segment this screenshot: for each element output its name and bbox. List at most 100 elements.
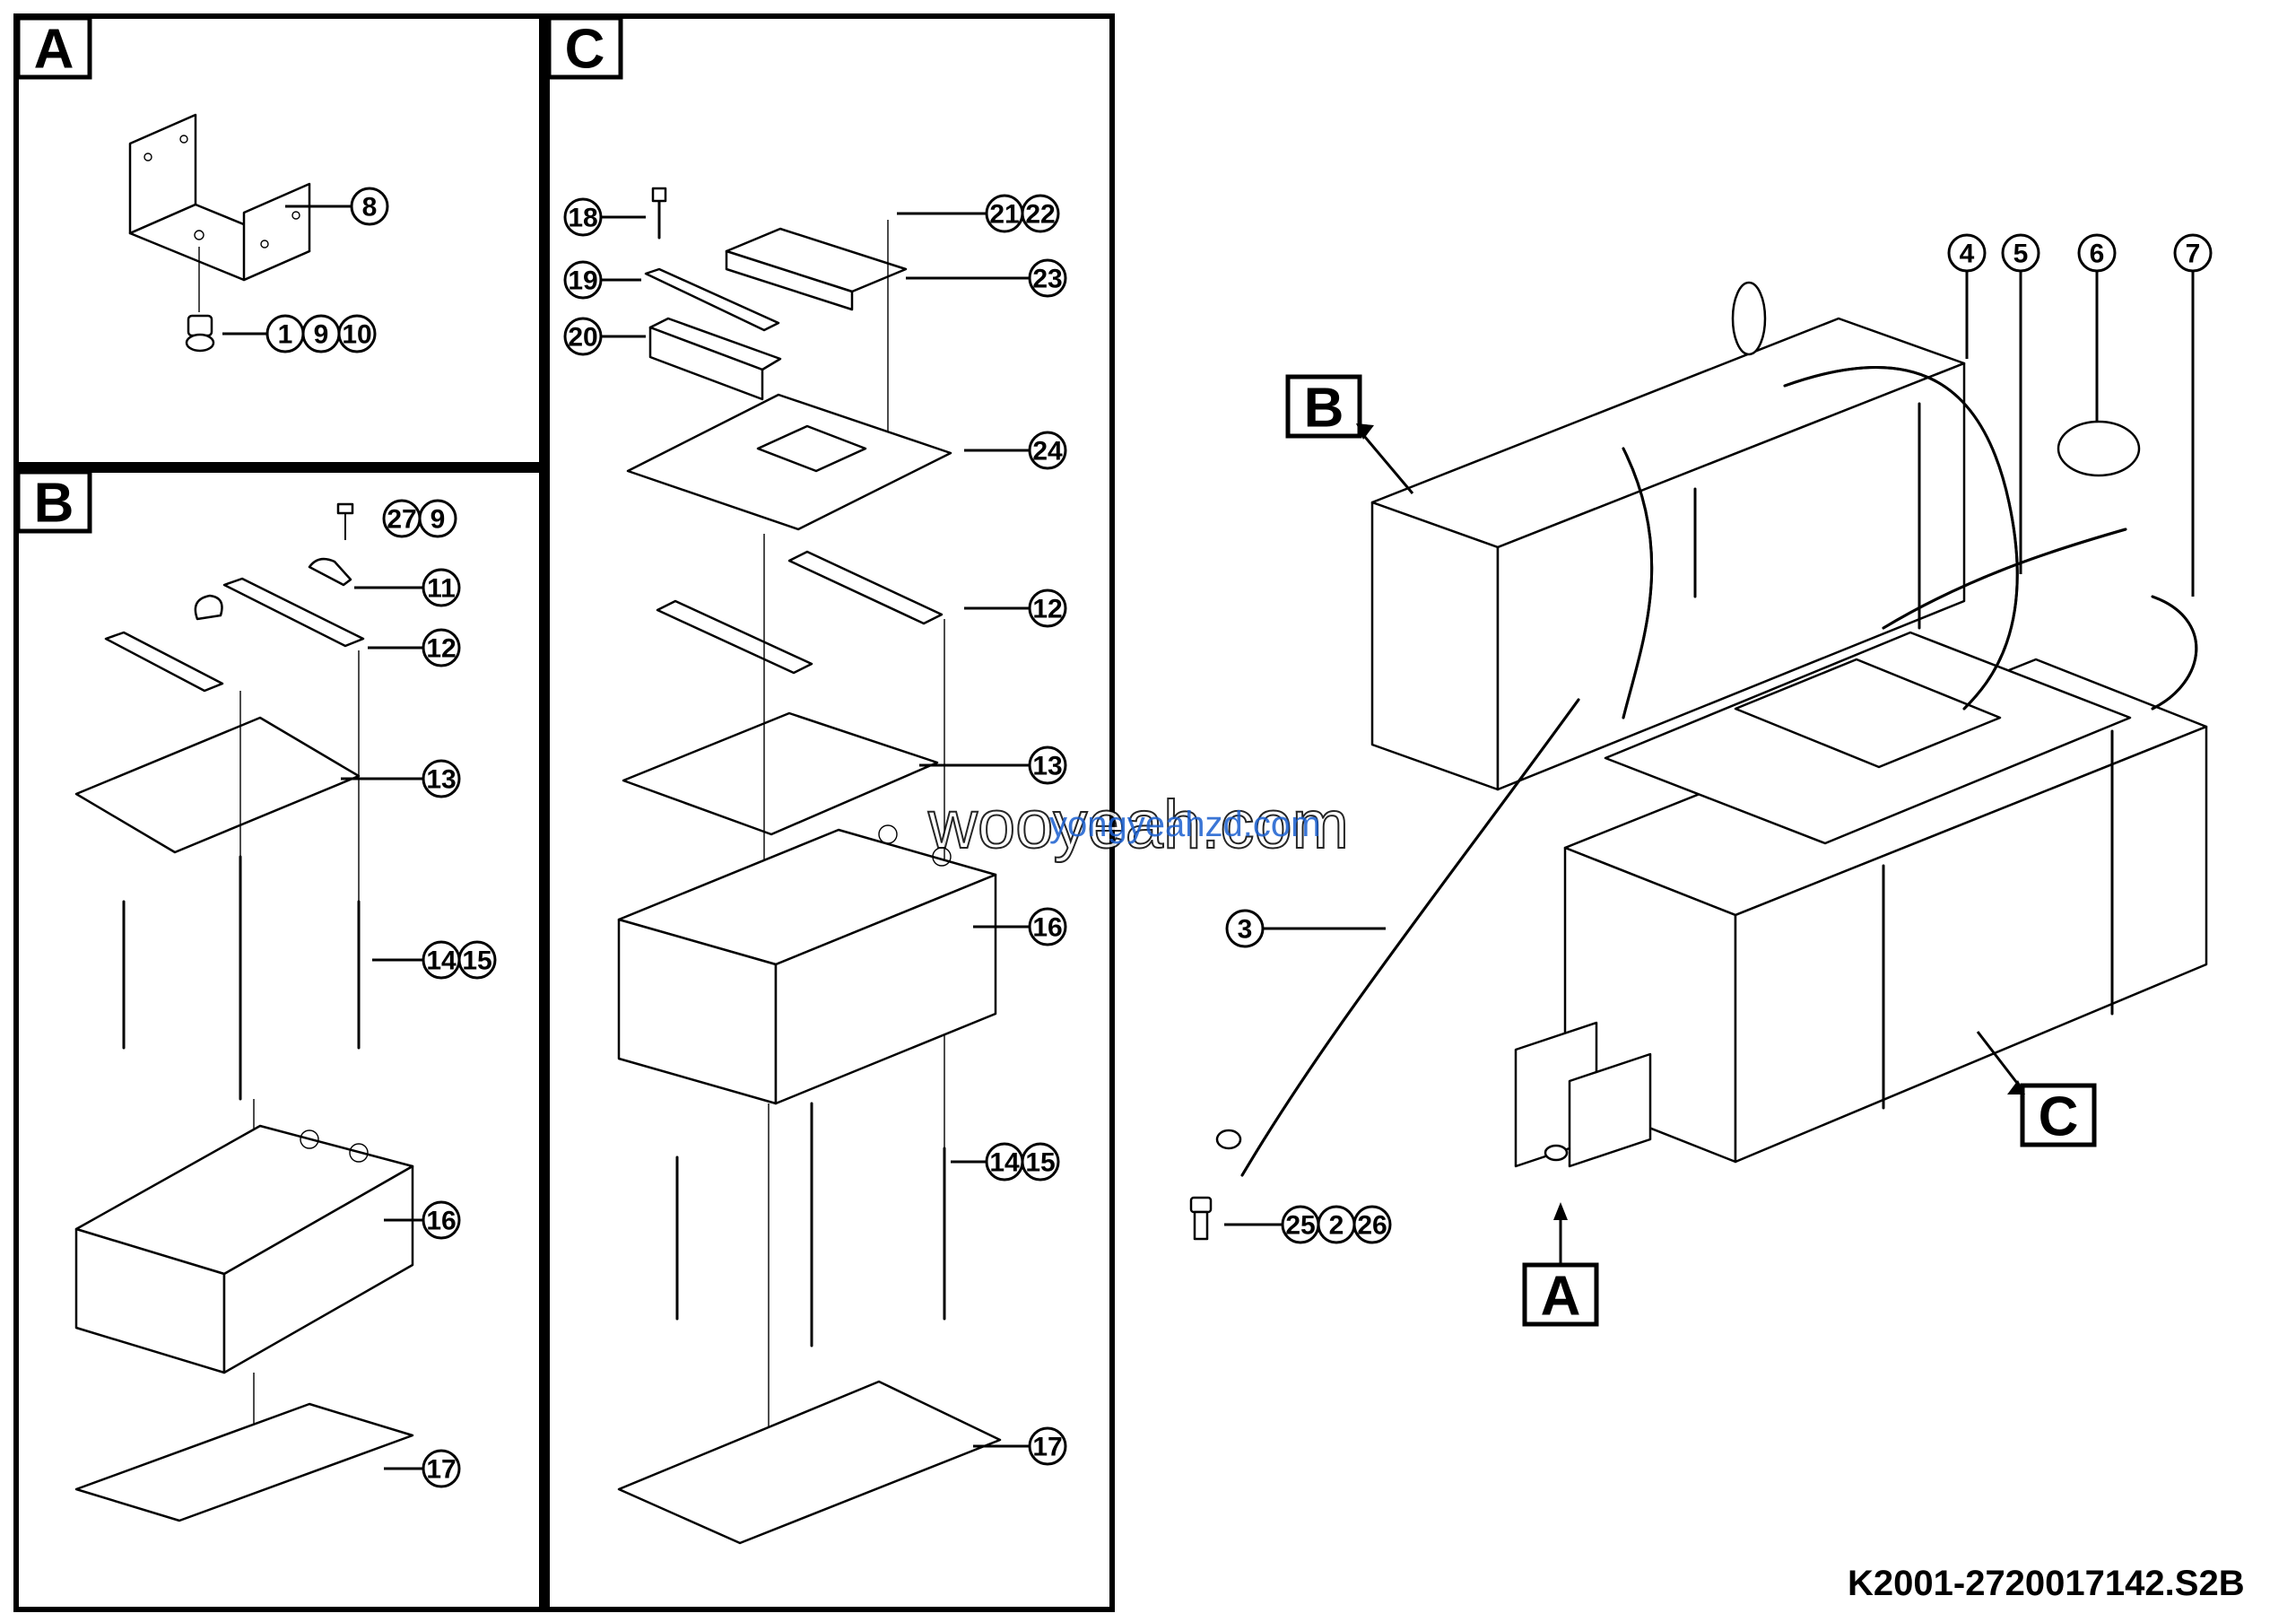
callout-number: 14 xyxy=(989,1148,1020,1178)
callout-number: 4 xyxy=(1960,240,1975,269)
callout-circle xyxy=(350,187,389,226)
callout-number: 6 xyxy=(2090,240,2105,269)
callout-circle xyxy=(1947,233,1987,273)
callout-number: 16 xyxy=(1032,913,1062,943)
callout-number: 5 xyxy=(2013,240,2029,269)
callout-circle xyxy=(1352,1205,1392,1244)
callout-number: 16 xyxy=(426,1207,456,1236)
callout-number: 11 xyxy=(427,574,456,604)
callout-number: 15 xyxy=(462,946,491,976)
callout-number: 23 xyxy=(1032,265,1062,294)
callout-circle xyxy=(422,759,461,798)
callout-number: 24 xyxy=(1032,437,1063,467)
callout-circle xyxy=(2001,233,2040,273)
callout-number: 1 xyxy=(278,320,293,350)
callout-number: 13 xyxy=(426,765,456,795)
callout-number: 8 xyxy=(362,193,378,222)
callout-number: 14 xyxy=(426,946,457,976)
callout-circle xyxy=(1028,589,1067,628)
callout-19: 19 xyxy=(563,260,641,300)
callout-23: 23 xyxy=(906,258,1067,298)
callout-18: 18 xyxy=(563,197,646,237)
callout-number: 20 xyxy=(568,323,597,353)
main-label-b: B xyxy=(1285,374,1414,494)
panel-b-drawing xyxy=(74,502,414,1522)
svg-text:C: C xyxy=(2039,1086,2079,1148)
callout-27-9: 27 9 xyxy=(382,499,457,538)
callout-number: 21 xyxy=(989,200,1019,230)
main-label-a: A xyxy=(1522,1202,1599,1328)
svg-text:B: B xyxy=(34,473,74,535)
callout-number: 13 xyxy=(1032,752,1062,781)
callout-7: 7 xyxy=(2173,233,2213,597)
callout-circle xyxy=(422,1449,461,1488)
drawing-code: K2001-2720017142.S2B xyxy=(1848,1564,2245,1603)
callout-11: 11 xyxy=(354,568,461,607)
bracket-drawing xyxy=(128,113,311,282)
callout-number: 12 xyxy=(426,634,456,664)
callout-number: 27 xyxy=(387,505,416,535)
callout-circle xyxy=(457,940,497,980)
panel-c-label: C xyxy=(546,15,623,81)
callout-number: 3 xyxy=(1238,915,1253,945)
callout-number: 18 xyxy=(568,204,597,233)
callout-20: 20 xyxy=(563,317,646,356)
callout-circle xyxy=(1021,1142,1060,1182)
svg-text:B: B xyxy=(1304,378,1344,440)
callout-circle xyxy=(1225,909,1265,948)
callout-12: 12 xyxy=(368,628,461,667)
callout-4: 4 xyxy=(1947,233,1987,359)
svg-text:C: C xyxy=(565,19,605,81)
callout-number: 17 xyxy=(426,1455,456,1485)
callout-8: 8 xyxy=(285,187,389,226)
callout-number: 2 xyxy=(1329,1211,1344,1241)
panel-b-label: B xyxy=(15,469,92,535)
callout-circle xyxy=(418,499,457,538)
callout-circle xyxy=(563,317,603,356)
callout-5: 5 xyxy=(2001,233,2040,574)
callout-6: 6 xyxy=(2077,233,2117,422)
callout-17: 17 xyxy=(384,1449,461,1488)
panel-c-frame xyxy=(544,13,1115,1612)
svg-text:yongyeahzd.com: yongyeahzd.com xyxy=(1049,805,1320,844)
callout-number: 25 xyxy=(1285,1211,1315,1241)
callout-circle xyxy=(2077,233,2117,273)
svg-text:A: A xyxy=(1541,1266,1581,1328)
watermark: wooyeah.com yongyeahzd.com xyxy=(926,786,1350,864)
callout-circle xyxy=(422,628,461,667)
callout-number: 12 xyxy=(1032,595,1062,624)
callout-number: 10 xyxy=(342,320,371,350)
callout-number: 19 xyxy=(568,266,597,296)
callout-number: 17 xyxy=(1032,1433,1062,1462)
callout-circle xyxy=(422,1200,461,1240)
panel-b-frame xyxy=(13,467,544,1612)
svg-text:A: A xyxy=(34,19,74,81)
callout-circle xyxy=(1028,746,1067,785)
panel-c-drawing xyxy=(617,187,1002,1545)
panel-a-frame xyxy=(13,13,544,467)
callout-circle xyxy=(563,260,603,300)
callout-13: 13 xyxy=(341,759,461,798)
callout-3: 3 xyxy=(1225,909,1386,948)
callout-13: 13 xyxy=(919,746,1067,785)
callout-circle xyxy=(2173,233,2213,273)
callout-circle xyxy=(1028,431,1067,470)
callout-number: 22 xyxy=(1025,200,1055,230)
callout-24: 24 xyxy=(964,431,1067,470)
callout-number: 9 xyxy=(314,320,329,350)
callout-number: 7 xyxy=(2186,240,2201,269)
callout-number: 9 xyxy=(430,505,446,535)
main-assembly-drawing xyxy=(1189,281,2208,1241)
callout-circle xyxy=(1021,194,1060,233)
callout-circle xyxy=(1028,1426,1067,1466)
callout-17: 17 xyxy=(973,1426,1067,1466)
panel-a-label: A xyxy=(15,15,92,81)
main-label-c: C xyxy=(1976,1031,2097,1148)
